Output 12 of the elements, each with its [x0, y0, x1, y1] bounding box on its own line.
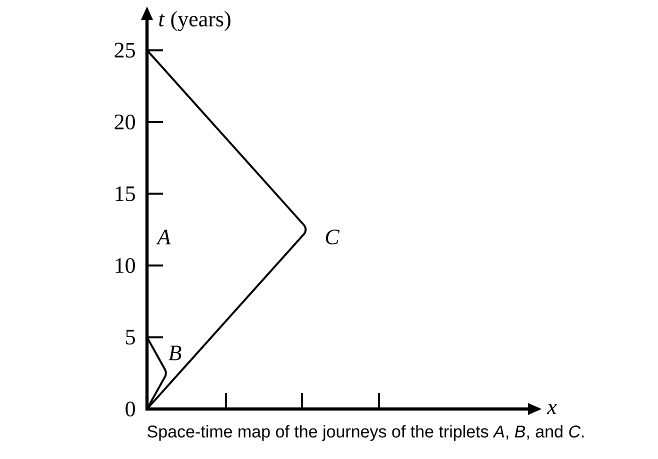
tick-label: 10	[116, 258, 135, 273]
axis-label: t (years)	[159, 11, 230, 32]
worldline-label: B	[168, 346, 182, 360]
tick-label: 15	[116, 186, 135, 202]
worldline-label: C	[326, 230, 340, 244]
worldline-label: A	[156, 230, 171, 244]
axis-label: x	[546, 404, 557, 414]
tick-label: 20	[114, 114, 135, 130]
caption: Space-time map of the journeys of the triplets A, B, and C.	[148, 425, 584, 441]
tick-label: 5	[126, 330, 135, 345]
tick-label: 25	[114, 42, 135, 58]
tick-label: 0	[126, 402, 135, 416]
